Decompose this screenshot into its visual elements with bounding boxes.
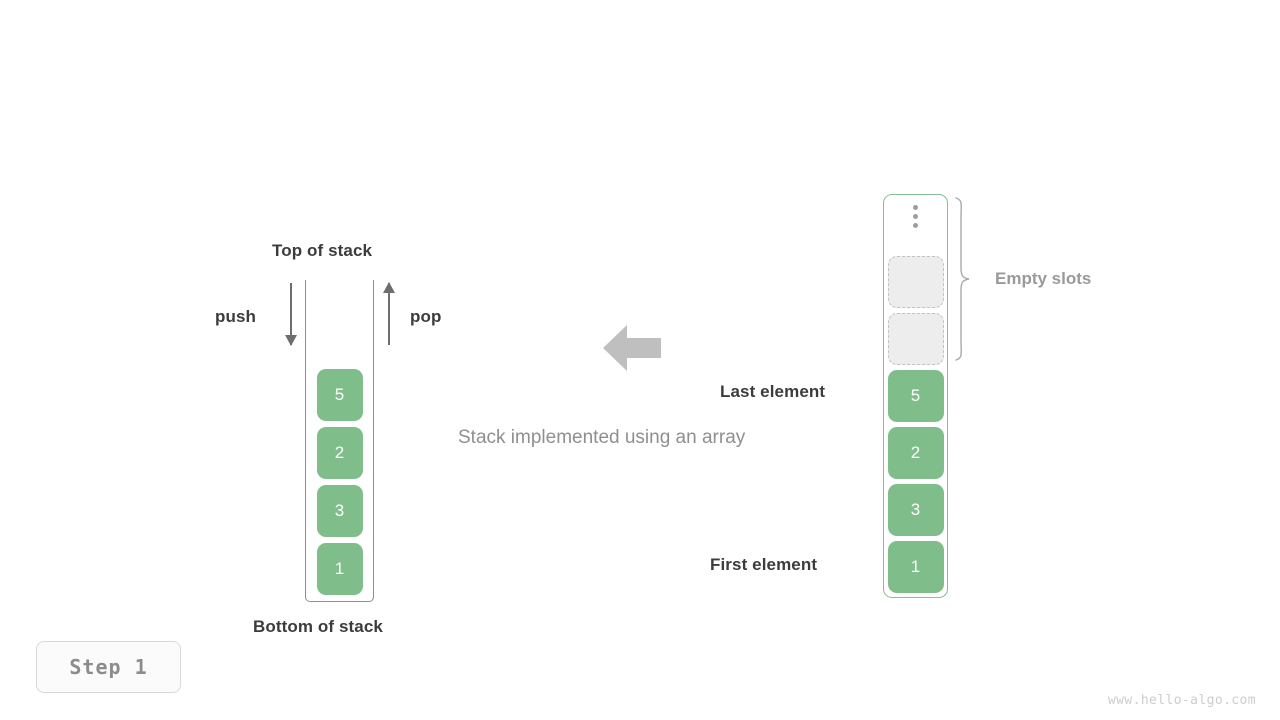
stack-container: 5 2 3 1 bbox=[305, 280, 374, 602]
array-empty-slot bbox=[887, 256, 944, 308]
array-element: 1 bbox=[887, 541, 944, 593]
top-of-stack-label: Top of stack bbox=[272, 241, 373, 260]
bottom-of-stack-label: Bottom of stack bbox=[253, 617, 383, 636]
diagram-caption: Stack implemented using an array bbox=[458, 427, 746, 448]
stack-element: 5 bbox=[316, 369, 363, 421]
step-badge: Step 1 bbox=[36, 641, 181, 693]
left-pointing-arrow-icon bbox=[603, 325, 661, 371]
array-empty-slot bbox=[887, 313, 944, 365]
last-element-label: Last element bbox=[720, 382, 826, 401]
array-container: 5 2 3 1 bbox=[883, 194, 948, 598]
array-element: 3 bbox=[887, 484, 944, 536]
push-arrow-icon bbox=[281, 283, 301, 346]
stack-element: 2 bbox=[316, 427, 363, 479]
stack-element-list: 5 2 3 1 bbox=[305, 369, 374, 595]
pop-arrow-icon bbox=[379, 282, 399, 345]
stack-element: 1 bbox=[316, 543, 363, 595]
vertical-ellipsis-icon bbox=[884, 205, 947, 228]
empty-slots-label: Empty slots bbox=[995, 269, 1092, 288]
first-element-label: First element bbox=[710, 555, 818, 574]
push-label: push bbox=[215, 307, 257, 326]
empty-slots-brace bbox=[955, 197, 970, 361]
stack-element: 3 bbox=[316, 485, 363, 537]
array-element: 5 bbox=[887, 370, 944, 422]
watermark: www.hello-algo.com bbox=[1107, 693, 1256, 708]
array-slot-list: 5 2 3 1 bbox=[884, 256, 947, 593]
array-element: 2 bbox=[887, 427, 944, 479]
pop-label: pop bbox=[410, 307, 442, 326]
stack-walls bbox=[305, 280, 374, 602]
